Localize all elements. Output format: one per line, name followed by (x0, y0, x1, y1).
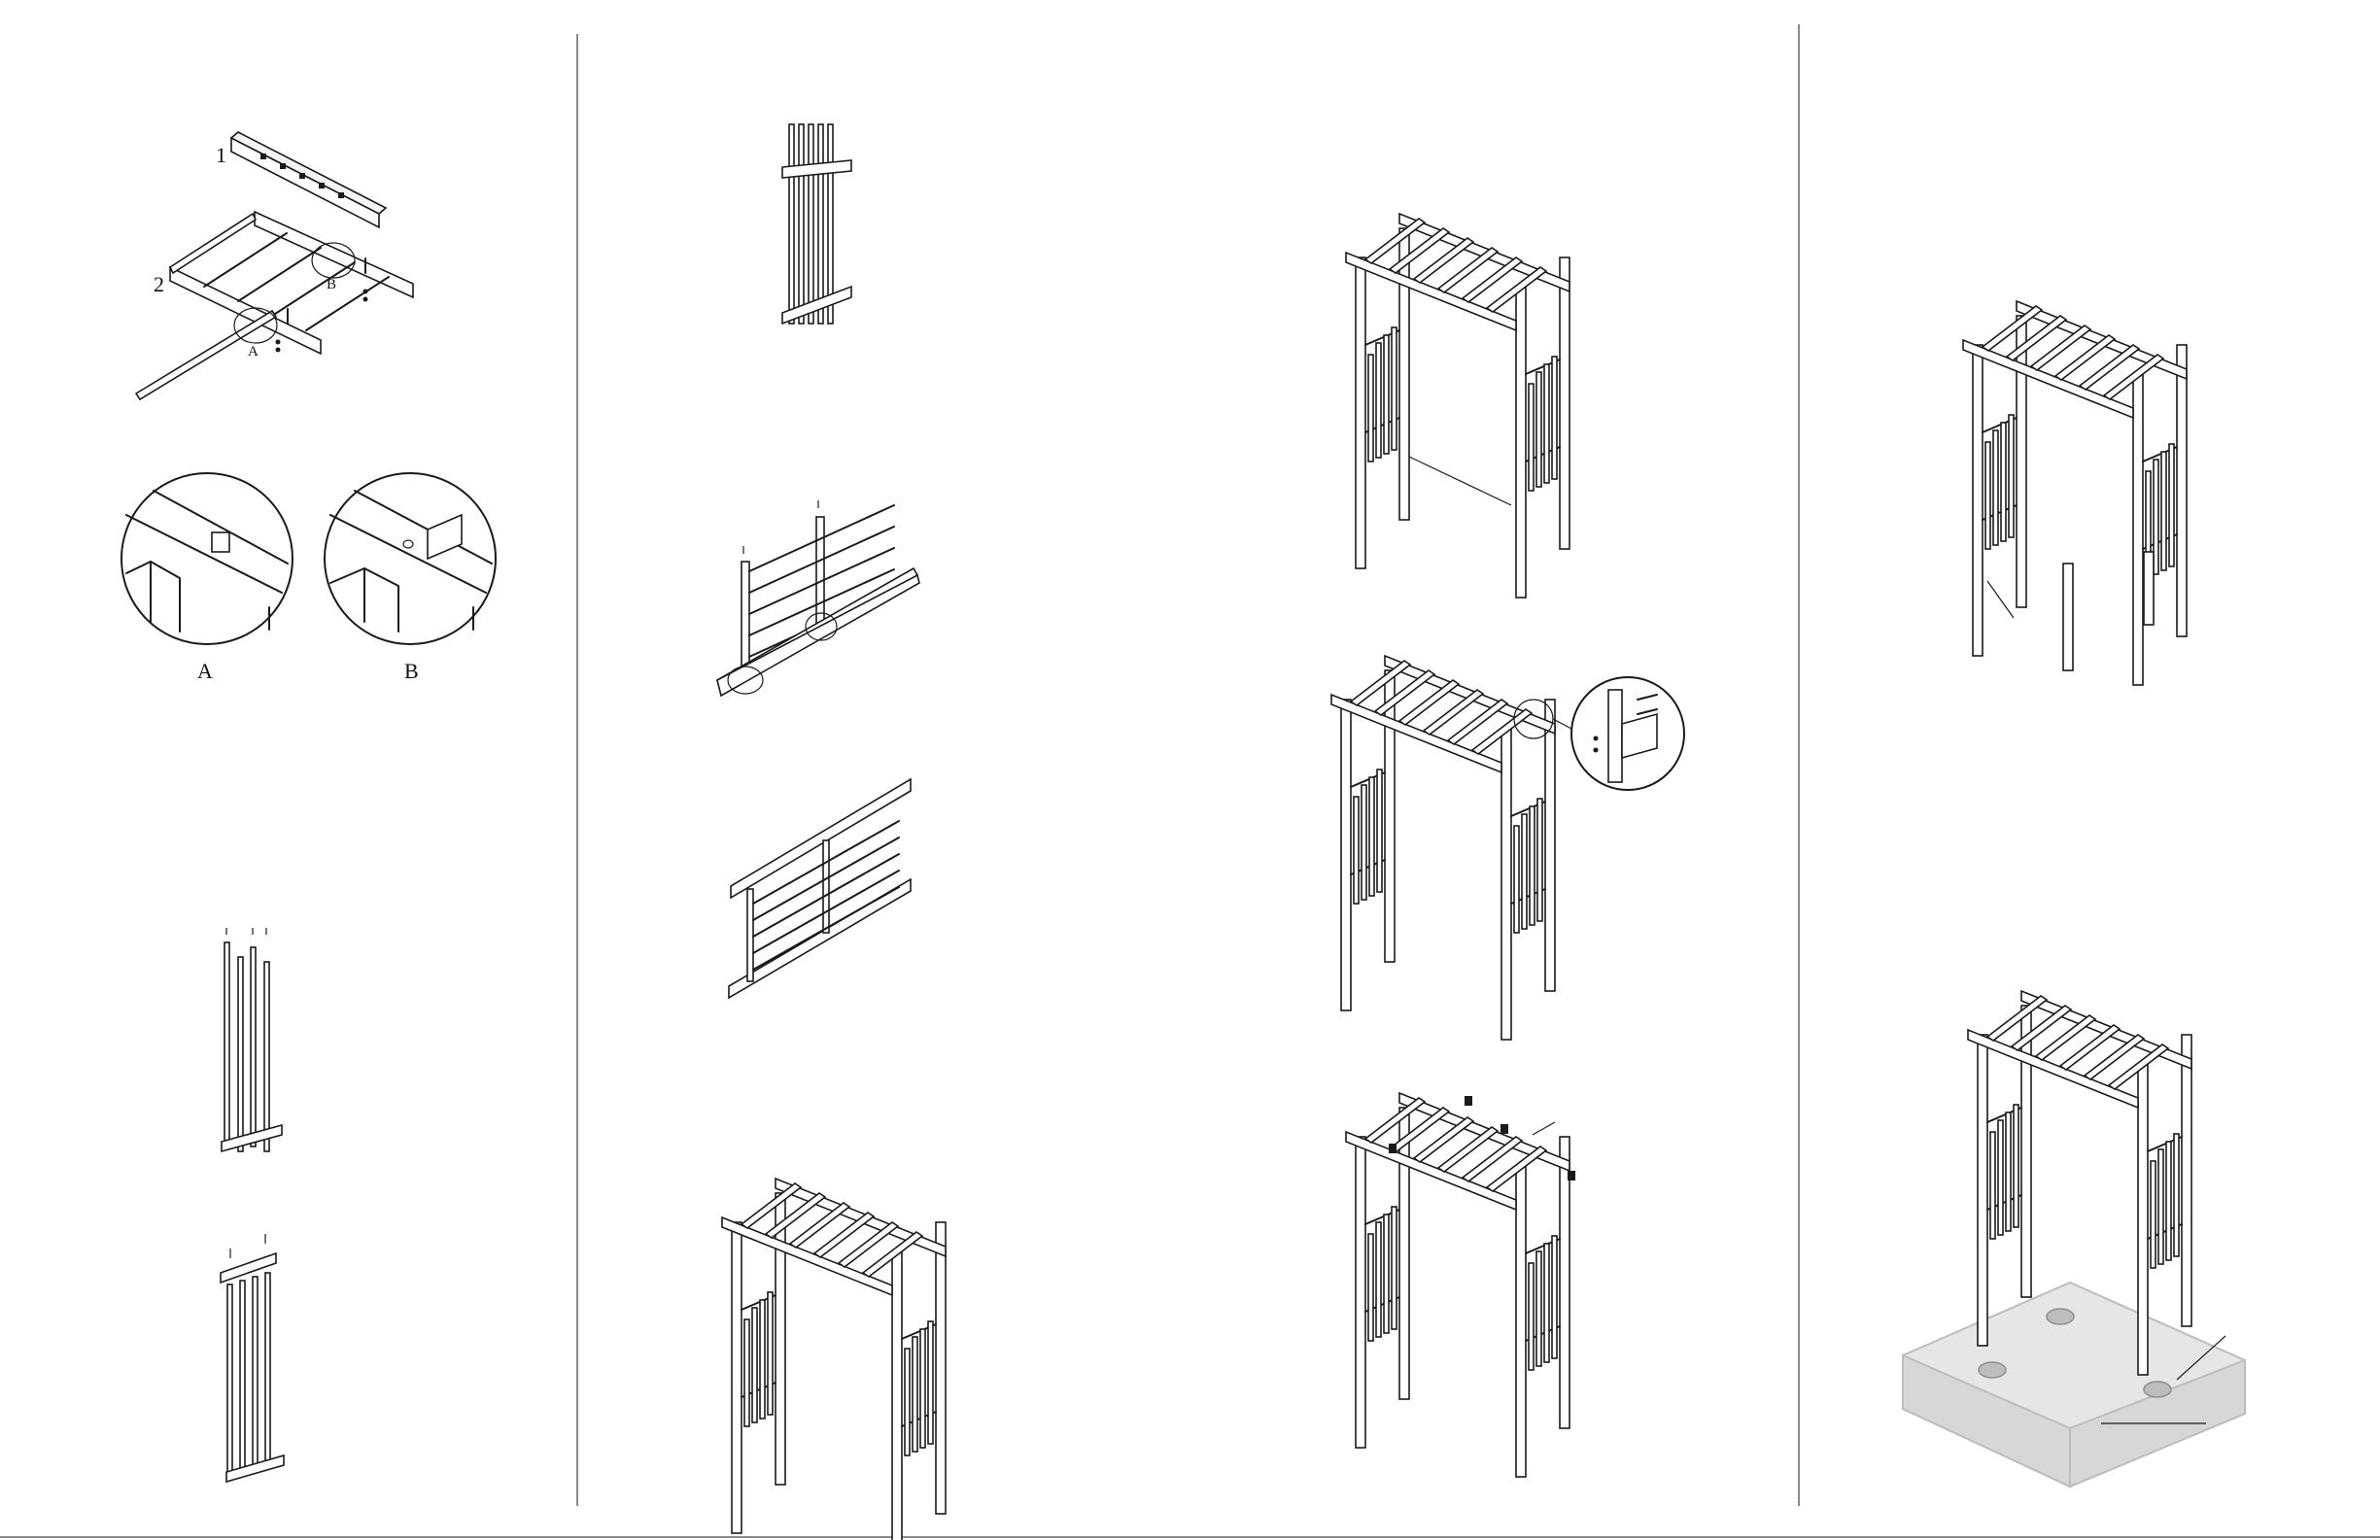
step-assembled-panel (782, 124, 851, 324)
step-arbor-post-extension (1963, 301, 2187, 685)
step-side-panel-exploded (717, 500, 919, 696)
step-arbor-width-measure (1346, 214, 1569, 598)
step-arbor-bolting (1331, 656, 1684, 1040)
detail-label-a: A (197, 659, 213, 683)
step-side-panel-assembled (729, 779, 911, 998)
part-label-1: 1 (216, 143, 226, 167)
step-top-rail-onto-pickets (221, 1234, 284, 1482)
step-arbor-sides-with-roof (722, 1179, 946, 1540)
step-pickets-into-rail (222, 928, 282, 1151)
detail-label-b: B (404, 659, 419, 683)
step1-roof-frame: 1 2 A B (136, 132, 413, 399)
callout-label-a: A (248, 344, 259, 359)
detail-a: A (121, 473, 293, 683)
part-label-2: 2 (154, 272, 164, 296)
step-arbor-caps-finials (1346, 1093, 1575, 1477)
step-arbor-in-ground (1903, 991, 2245, 1487)
callout-label-b: B (327, 277, 336, 292)
detail-b: B (325, 473, 496, 683)
